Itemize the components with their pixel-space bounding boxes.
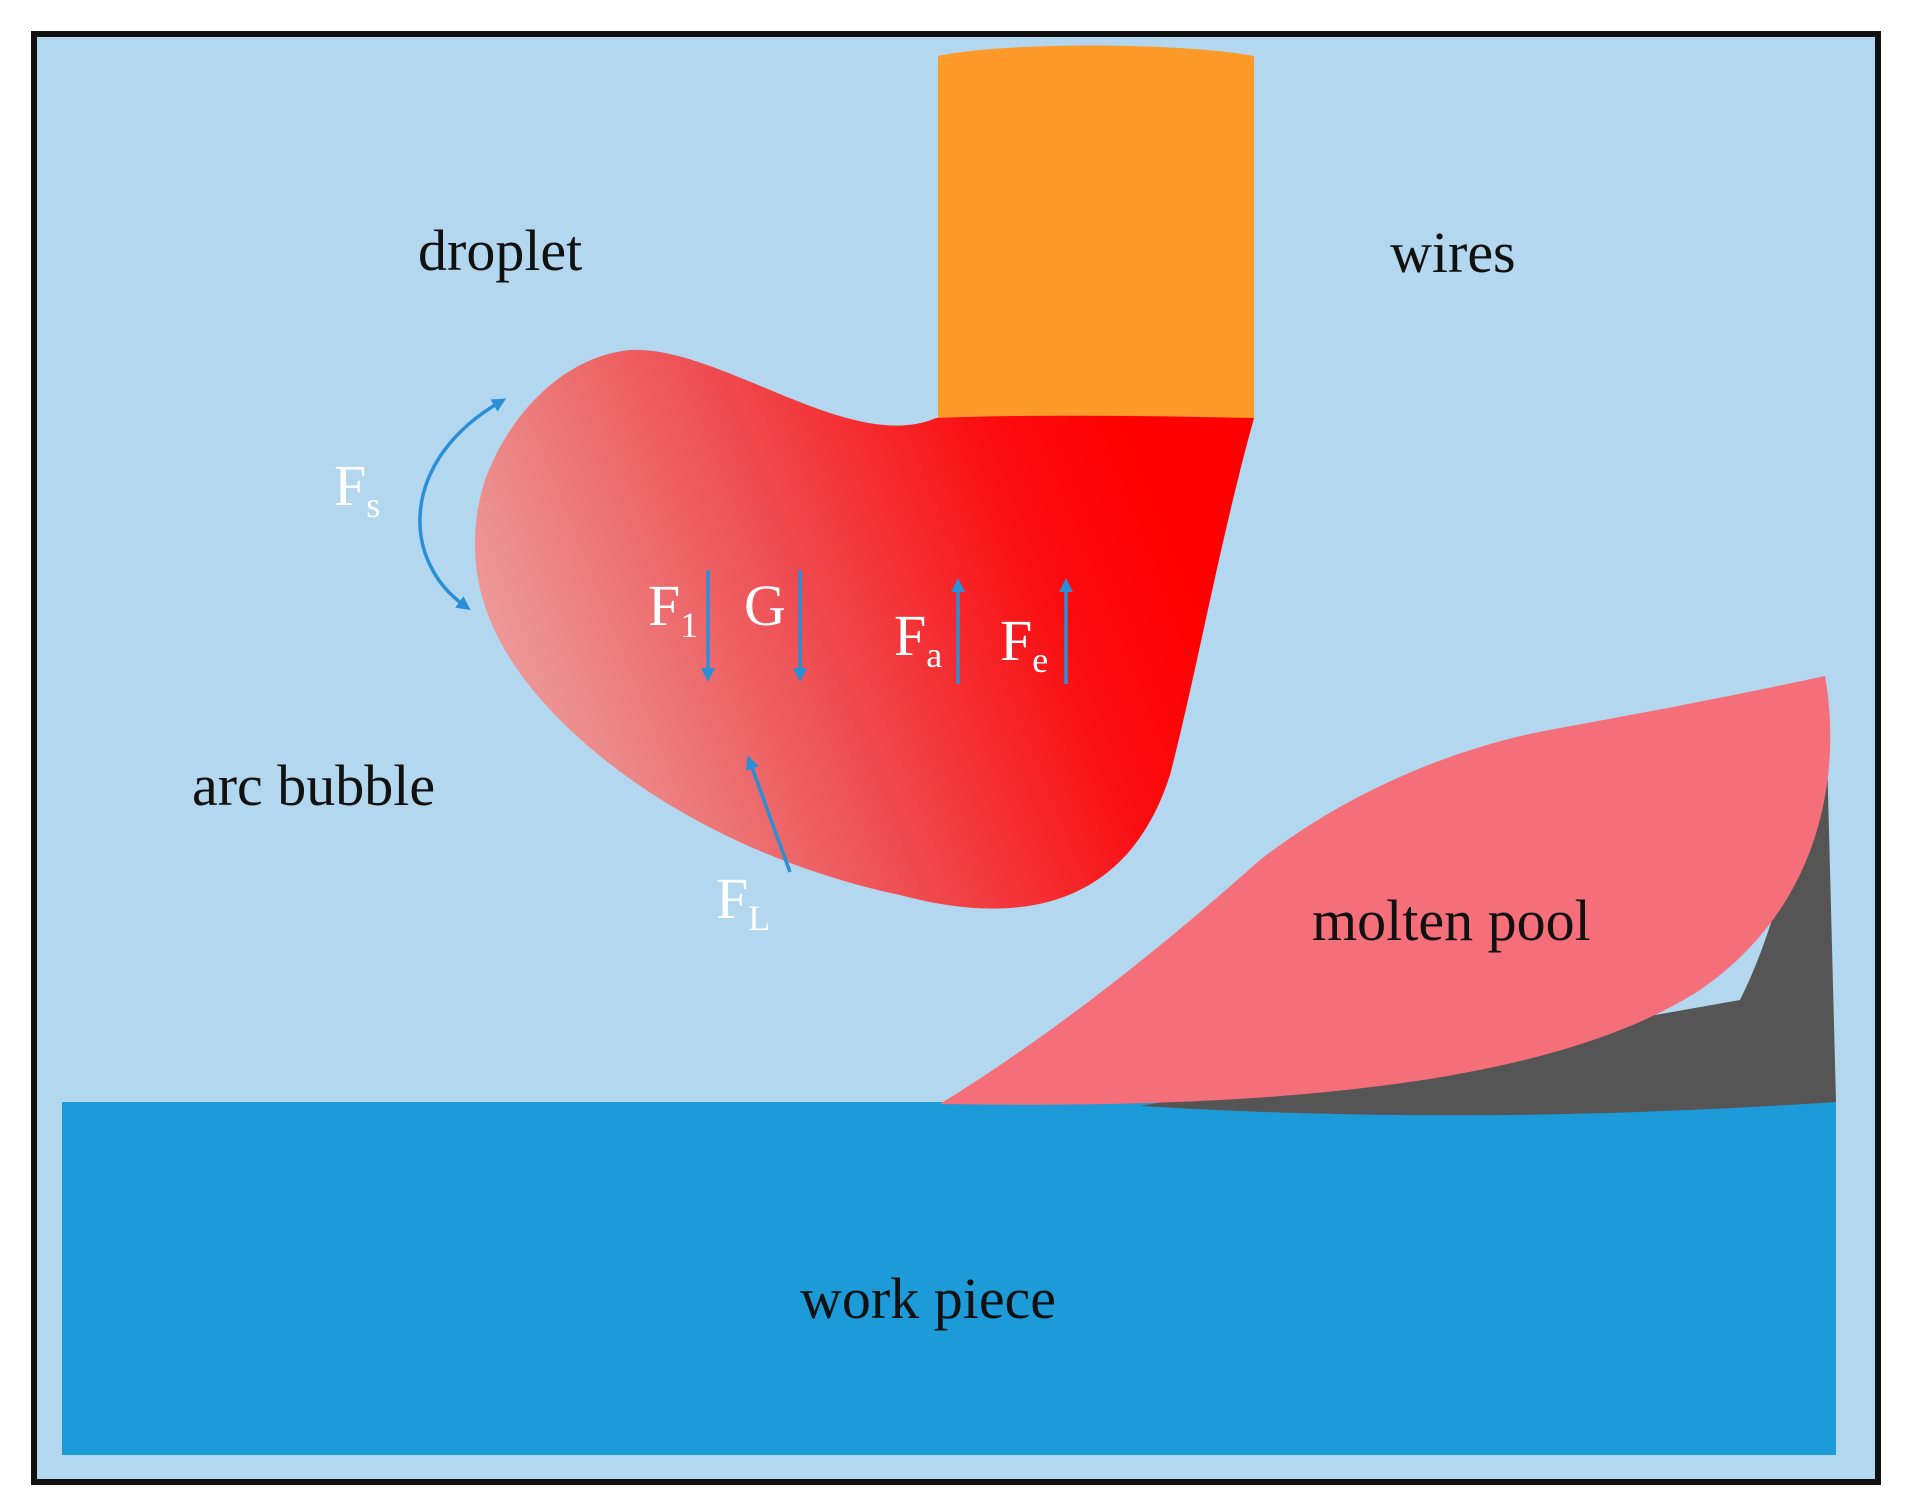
label-fl: FL: [716, 866, 770, 938]
fl-arrow: [745, 755, 792, 873]
label-f1-main: F: [648, 573, 680, 638]
label-fe: Fe: [1000, 608, 1048, 680]
label-fs-main: F: [334, 453, 366, 518]
label-g-main: G: [744, 573, 786, 638]
label-droplet: droplet: [418, 218, 582, 283]
label-work-piece: work piece: [800, 1266, 1056, 1331]
label-g: G: [744, 573, 786, 638]
label-fs: Fs: [334, 453, 380, 525]
pool-shadow: [1140, 676, 1836, 1116]
label-fe-main: F: [1000, 608, 1032, 673]
label-fs-sub: s: [366, 485, 380, 525]
label-fa-sub: a: [926, 635, 942, 675]
label-f1: F1: [648, 573, 698, 645]
label-fa: Fa: [894, 603, 942, 675]
label-fa-main: F: [894, 603, 926, 668]
wire-electrode: [938, 45, 1254, 418]
label-f1-sub: 1: [680, 605, 698, 645]
work-piece: [62, 1102, 1836, 1455]
label-fe-sub: e: [1032, 640, 1048, 680]
label-fl-sub: L: [748, 898, 770, 938]
molten-pool: [940, 676, 1831, 1105]
label-fl-main: F: [716, 866, 748, 931]
label-molten-pool: molten pool: [1312, 888, 1591, 953]
label-wires: wires: [1390, 220, 1516, 285]
label-arc-bubble: arc bubble: [192, 753, 435, 818]
droplet-body: [474, 349, 1254, 909]
fs-arrow: [418, 398, 507, 611]
